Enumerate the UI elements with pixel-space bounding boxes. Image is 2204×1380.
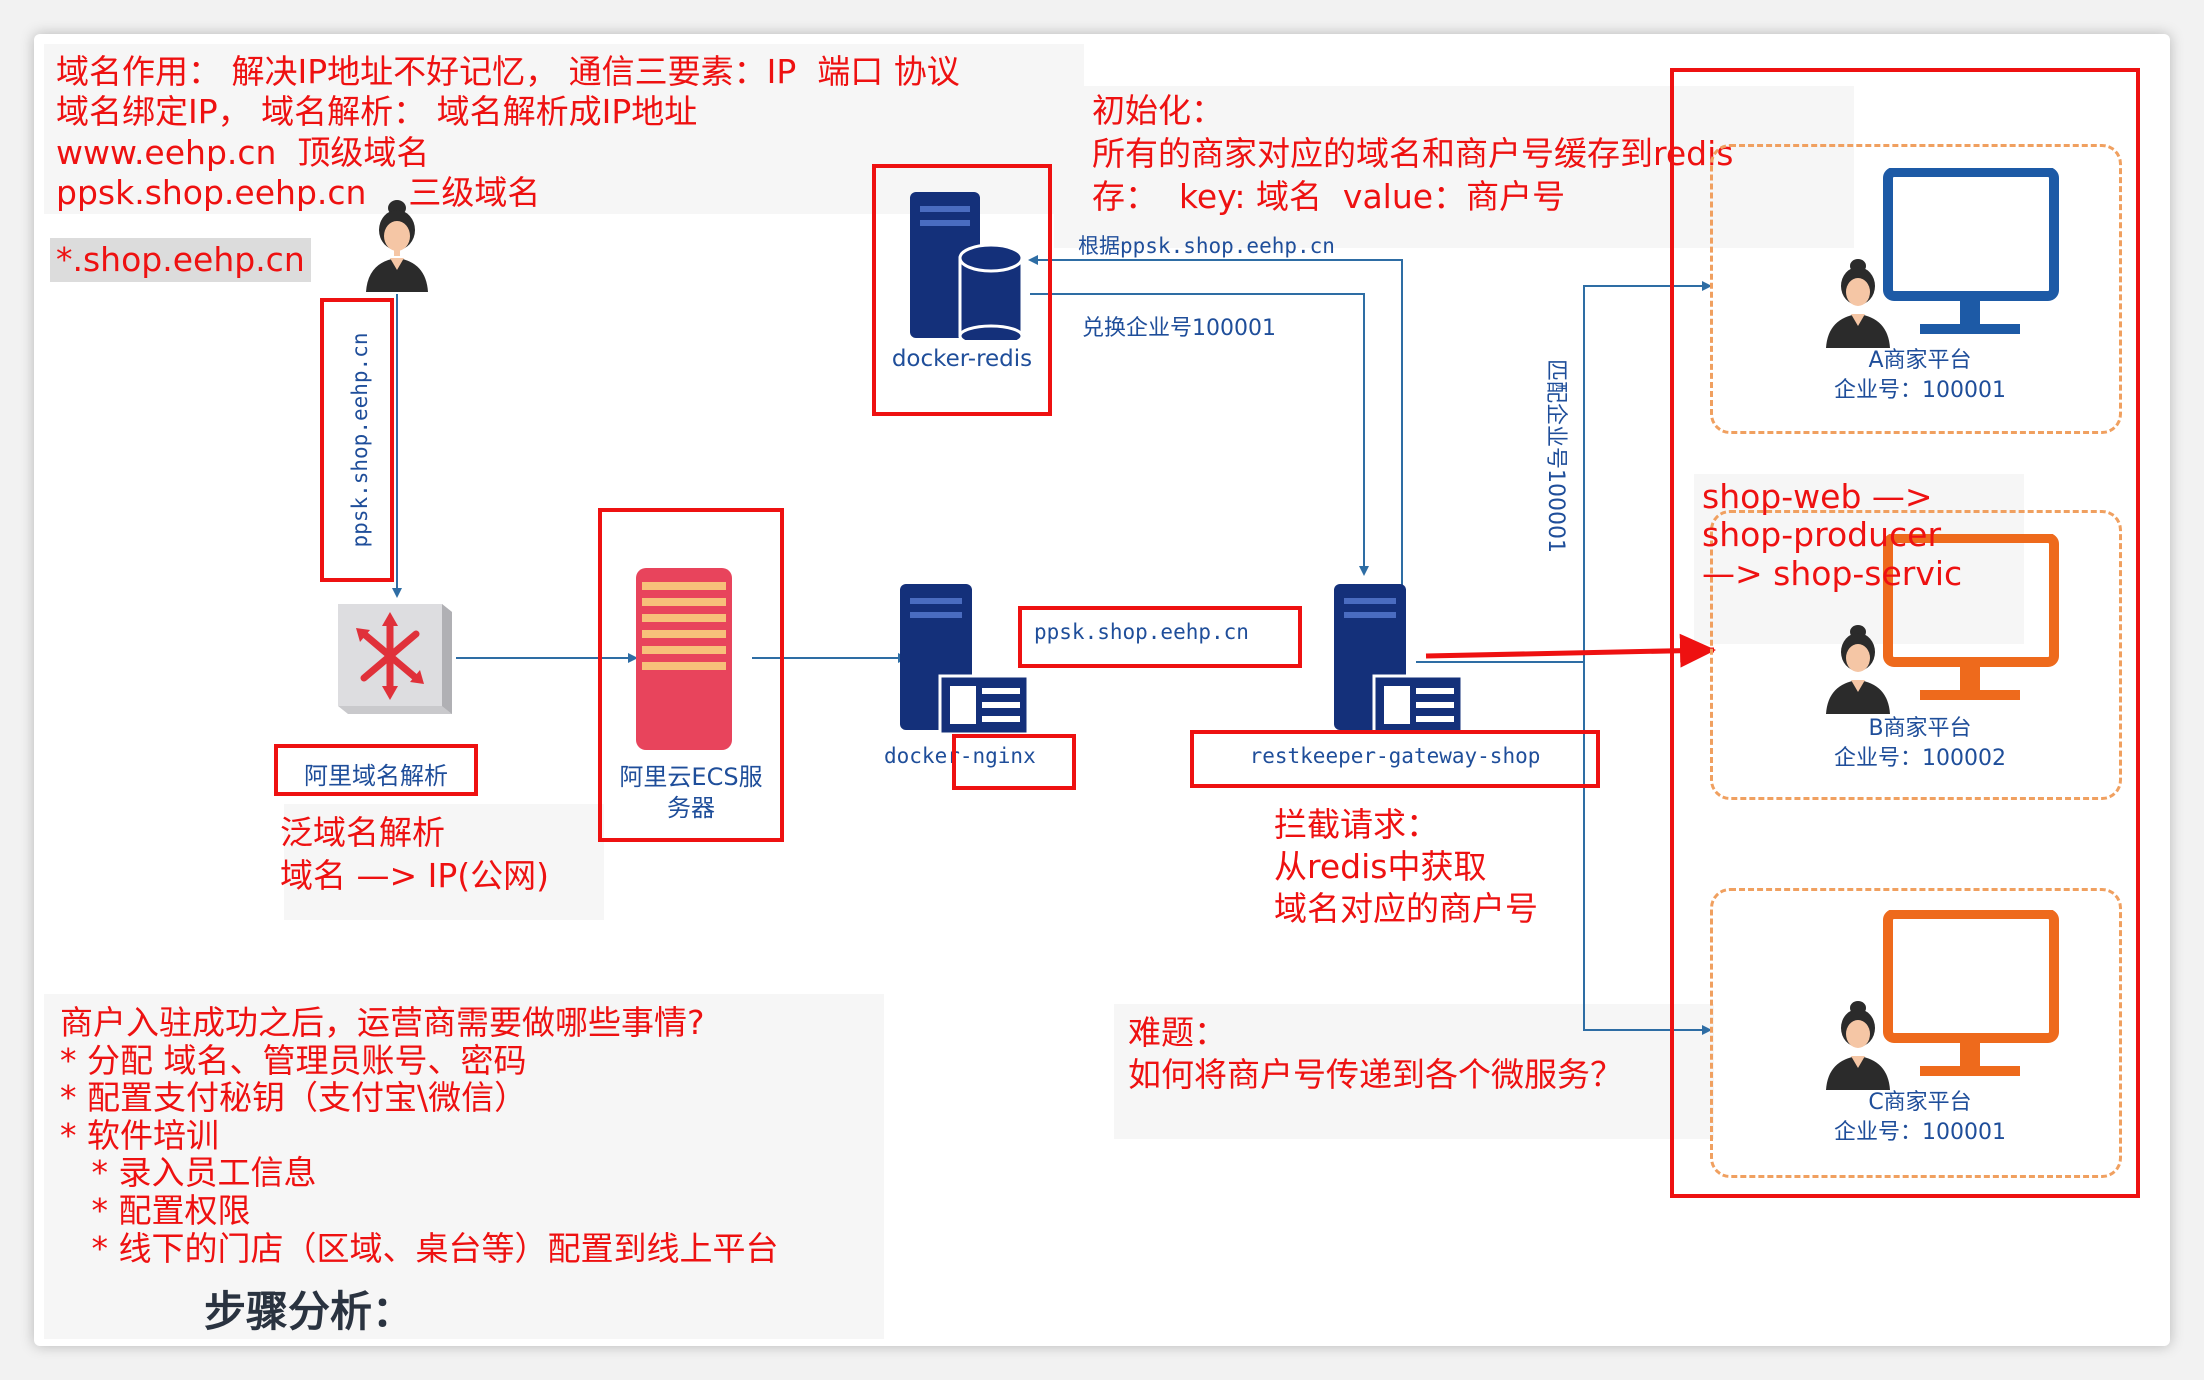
platform-a-monitor-icon [1826,168,2059,348]
pan-domain-note: 泛域名解析 域名 —> IP(公网) [280,812,549,898]
redis-query-label: 根据ppsk.shop.eehp.cn [1078,234,1335,258]
wildcard-domain: *.shop.eehp.cn [50,238,311,282]
intercept-note-line1: 拦截请求： [1274,805,1439,844]
intercept-note-line2: 从redis中获取 [1274,847,1487,887]
merchant-note-line7: * 线下的门店（区域、桌台等）配置到线上平台 [60,1228,779,1268]
match-label: 匹配企业号100001 [1543,359,1568,553]
dns-label: 阿里域名解析 [304,762,448,790]
redis-reply-label: 兑换企业号100001 [1082,316,1276,341]
dns-label-box [274,744,478,796]
arrow-gateway-to-redis [1028,255,1403,614]
nginx-label: docker-nginx [884,744,1036,768]
arrow-gateway-to-platform-b [1425,633,1716,668]
platform-a-card [1710,144,2122,434]
diagram-canvas: 域名作用： 解决IP地址不好记忆， 通信三要素：IP 端口 协议 域名绑定IP，… [34,34,2170,1346]
difficulty-note: 难题： 如何将商户号传递到各个微服务？ [1128,1012,1623,1096]
service-chain-line3: —> shop-servic [1702,553,1963,593]
connectors [392,255,1716,1035]
merchant-note: 商户入驻成功之后，运营商需要做哪些事情? * 分配 域名、管理员账号、密码 * … [60,1004,778,1267]
ecs-server-icon [636,568,732,750]
vertical-domain-box [320,298,394,582]
top-note-line4: ppsk.shop.eehp.cn 三级域名 [56,172,541,212]
init-note-bg [1054,86,1854,248]
service-chain-bg [1694,474,2024,644]
arrow-gateway-to-platform-c [1416,661,1712,1035]
top-note: 域名作用： 解决IP地址不好记忆， 通信三要素：IP 端口 协议 域名绑定IP，… [56,52,960,213]
platform-a-id: 企业号：100001 [1834,377,2006,403]
merchant-note-line3: * 配置支付秘钥（支付宝\微信） [60,1078,528,1118]
nginx-edge-label: ppsk.shop.eehp.cn [1034,620,1249,644]
init-note-line1: 初始化： [1092,91,1224,130]
platform-b-monitor-icon [1826,534,2059,714]
difficulty-note-bg [1114,1004,1714,1139]
platform-c-id: 企业号：100001 [1834,1119,2006,1145]
difficulty-note-line1: 难题： [1128,1013,1227,1052]
steps-title: 步骤分析： [204,1287,415,1336]
merchant-note-line1: 商户入驻成功之后，运营商需要做哪些事情? [60,1003,705,1042]
platform-a-name: A商家平台 [1868,348,1972,373]
merchant-note-line6: * 配置权限 [60,1191,251,1231]
init-note: 初始化： 所有的商家对应的域名和商户号缓存到redis 存： key: 域名 v… [1092,90,1733,219]
platform-c-card [1710,888,2122,1178]
top-note-line3: www.eehp.cn 顶级域名 [56,132,430,172]
platform-b-id: 企业号：100002 [1834,745,2006,771]
service-chain-line1: shop-web —> [1702,477,1933,516]
redis-database-icon [910,192,1024,340]
redis-label: docker-redis [891,346,1033,372]
merchant-note-line5: * 录入员工信息 [60,1153,317,1193]
ecs-caption-line1: 阿里云ECS服 [619,763,763,791]
nginx-server-icon [900,584,1030,734]
gateway-label-box [1190,730,1600,788]
top-note-line2: 域名绑定IP， 域名解析： 域名解析成IP地址 [56,92,698,132]
pan-note-line1: 泛域名解析 [280,813,445,852]
platform-b-name: B商家平台 [1868,716,1972,741]
platform-b-card [1710,510,2122,800]
ecs-caption: 阿里云ECS服 务器 [598,762,784,824]
platform-b-caption: B商家平台 企业号：100002 [1790,714,2050,773]
platform-a-caption: A商家平台 企业号：100001 [1790,346,2050,405]
pan-note-line2: 域名 —> IP(公网) [280,855,550,895]
redis-box [872,164,1052,416]
platform-c-name: C商家平台 [1868,1090,1972,1115]
platform-c-monitor-icon [1826,910,2059,1090]
arrow-redis-to-gateway [1030,293,1369,576]
service-chain-line2: shop-producer [1702,515,1942,555]
intercept-note-line3: 域名对应的商户号 [1274,889,1538,929]
nginx-edge-box [1018,606,1302,668]
platforms-container-box [1670,68,2140,1198]
merchant-note-line2: * 分配 域名、管理员账号、密码 [60,1040,527,1080]
difficulty-note-line2: 如何将商户号传递到各个微服务？ [1128,1055,1623,1095]
intercept-note: 拦截请求： 从redis中获取 域名对应的商户号 [1274,804,1538,931]
ecs-caption-line2: 务器 [667,794,715,823]
top-note-line1: 域名作用： 解决IP地址不好记忆， 通信三要素：IP 端口 协议 [56,52,960,91]
gateway-label: restkeeper-gateway-shop [1249,744,1541,768]
merchant-note-bg [44,994,884,1339]
gateway-server-icon [1334,584,1464,734]
pan-note-bg [284,804,604,920]
ecs-box [598,508,784,842]
service-chain-note: shop-web —> shop-producer —> shop-servic [1702,477,1963,593]
user-person-icon [366,200,428,292]
init-note-line2: 所有的商家对应的域名和商户号缓存到redis [1092,133,1734,173]
top-note-bg [44,44,1084,214]
platform-c-caption: C商家平台 企业号：100001 [1790,1088,2050,1147]
nginx-label-box [952,734,1076,790]
vertical-domain-label: ppsk.shop.eehp.cn [348,332,372,548]
init-note-line3: 存： key: 域名 value：商户号 [1092,176,1566,216]
dns-router-icon [338,604,452,714]
merchant-note-line4: * 软件培训 [60,1115,219,1155]
